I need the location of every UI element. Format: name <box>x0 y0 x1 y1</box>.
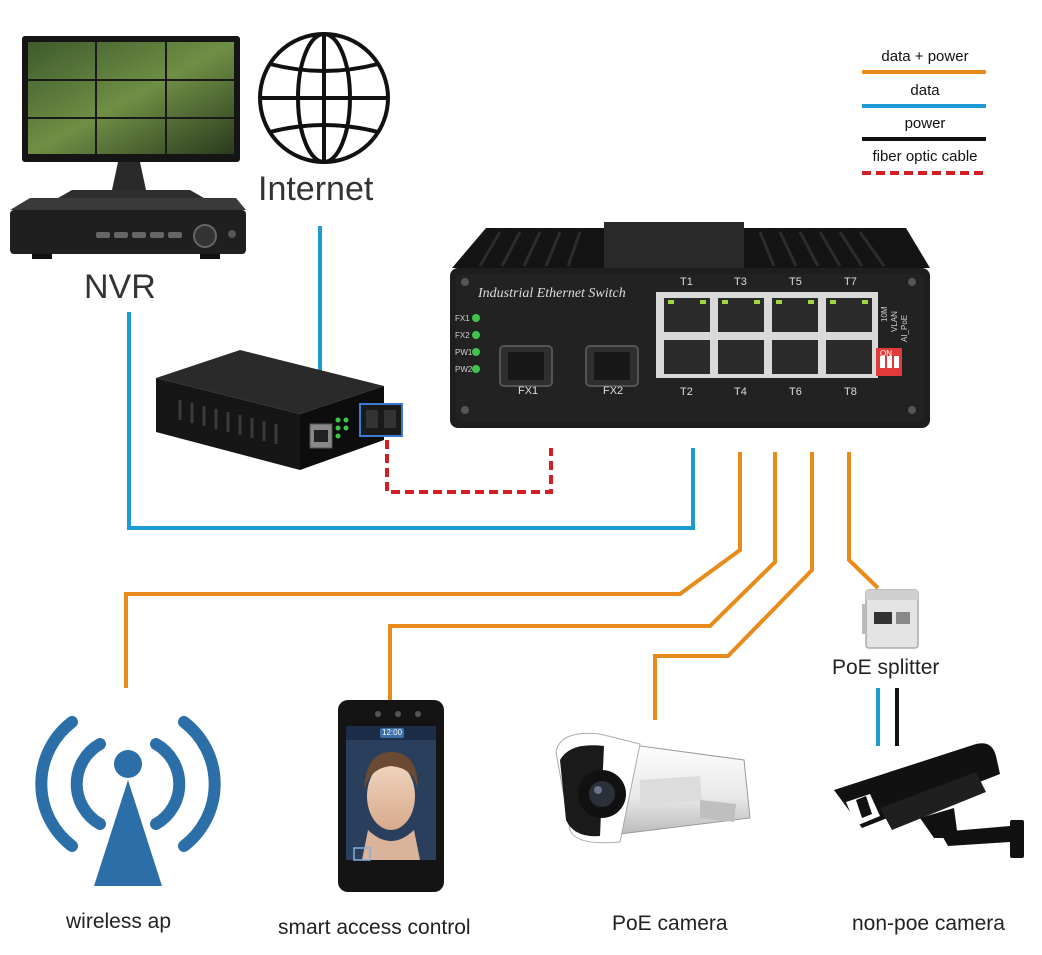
smart-access-label: smart access control <box>278 916 471 939</box>
access-terminal-icon <box>338 700 444 892</box>
media-converter-icon <box>156 350 403 470</box>
poe-camera-label: PoE camera <box>612 912 728 935</box>
cables <box>124 226 899 746</box>
port-label-t4: T4 <box>734 386 747 398</box>
led-label-pw1: PW1 <box>455 348 473 357</box>
legend-data-label: data <box>910 82 940 99</box>
led-label-fx2: FX2 <box>455 331 470 340</box>
switch-title: Industrial Ethernet Switch <box>478 286 626 301</box>
cable-access-control <box>388 452 777 702</box>
port-label-t3: T3 <box>734 276 747 288</box>
legend-data-power-label: data + power <box>881 48 969 65</box>
led-label-pw2: PW2 <box>455 365 473 374</box>
nvr-recorder-icon <box>10 198 246 259</box>
poe-splitter-icon <box>862 589 919 649</box>
switch-icon <box>450 222 930 428</box>
wireless-ap-label: wireless ap <box>66 910 172 933</box>
dip-label-aipoe: AI_PoE <box>900 314 909 342</box>
wifi-antenna <box>94 780 162 886</box>
legend-fiber-label: fiber optic cable <box>872 148 978 165</box>
legend-power-label: power <box>904 115 946 132</box>
port-label-t2: T2 <box>680 386 693 398</box>
cable-poe-camera <box>653 452 814 720</box>
screen-time: 12:00 <box>382 728 403 737</box>
dip-label-vlan: VLAN <box>890 311 899 332</box>
port-label-t5: T5 <box>789 276 802 288</box>
fx2-label: FX2 <box>603 385 624 397</box>
bullet-camera-icon <box>555 732 751 844</box>
non-poe-camera-label: non-poe camera <box>852 912 1005 935</box>
port-label-t1: T1 <box>680 276 693 288</box>
port-label-t6: T6 <box>789 386 802 398</box>
monitor-icon <box>22 36 240 198</box>
port-label-t7: T7 <box>844 276 857 288</box>
dip-on-label: ON <box>880 349 892 358</box>
cable-poe-splitter <box>847 452 880 590</box>
nvr-label: NVR <box>84 268 156 306</box>
globe-icon <box>258 32 390 164</box>
security-camera-icon <box>834 743 1024 858</box>
wifi-icon <box>35 716 221 852</box>
poe-splitter-label: PoE splitter <box>832 656 940 679</box>
cable-nvr-switch <box>127 312 695 530</box>
cable-fiber <box>385 440 553 494</box>
legend <box>862 70 986 175</box>
fx1-label: FX1 <box>518 385 539 397</box>
cable-wireless-ap <box>124 452 742 688</box>
internet-label: Internet <box>258 170 374 208</box>
led-label-fx1: FX1 <box>455 314 470 323</box>
dip-label-10m: 10M <box>880 306 889 322</box>
wifi-center-dot <box>114 750 142 778</box>
port-label-t8: T8 <box>844 386 857 398</box>
